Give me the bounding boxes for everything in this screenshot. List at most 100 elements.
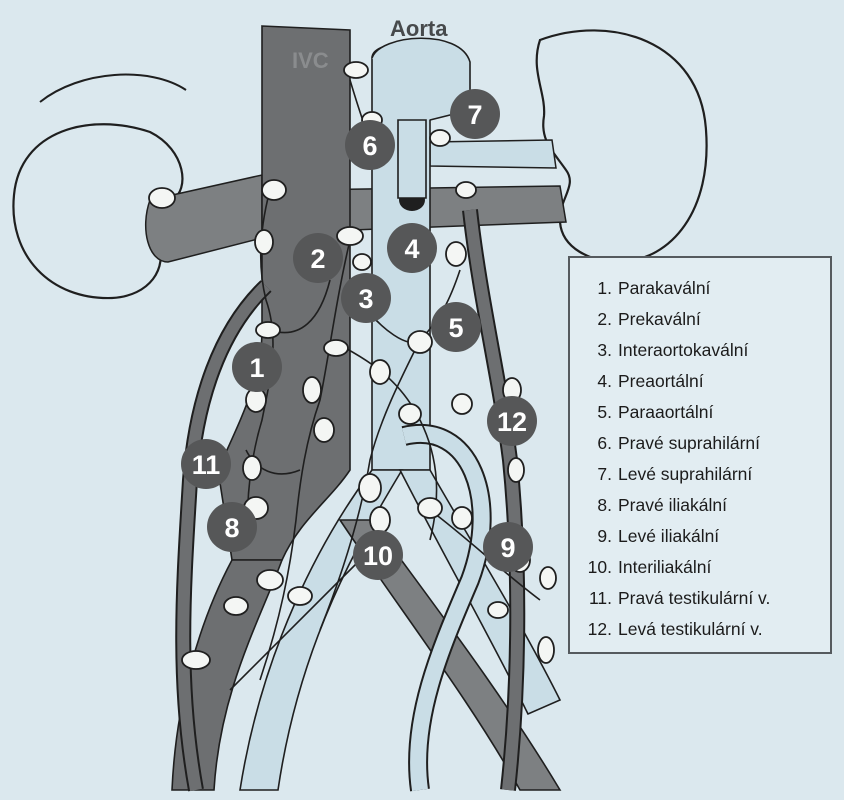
- lymph-node: [407, 330, 433, 354]
- lymph-node: [445, 241, 467, 267]
- legend-item: 10.Interiliakální: [584, 552, 830, 583]
- svg-text:8: 8: [224, 513, 239, 543]
- legend-number: 1.: [597, 278, 612, 298]
- svg-text:3: 3: [358, 284, 373, 314]
- legend-item: 2. Prekavální: [584, 304, 830, 335]
- svg-text:2: 2: [310, 244, 325, 274]
- legend-text: Preaortální: [618, 371, 704, 391]
- lymph-node: [256, 569, 284, 591]
- legend-number: 2.: [597, 309, 612, 329]
- badge-1: 1: [232, 342, 282, 392]
- lymph-node: [302, 376, 322, 404]
- lymph-node: [358, 473, 382, 503]
- legend-item: 9. Levé iliakální: [584, 521, 830, 552]
- legend-number: 3.: [597, 340, 612, 360]
- lymph-node: [255, 321, 281, 339]
- badge-11: 11: [181, 439, 231, 489]
- kidney-outline-upper: [39, 73, 187, 103]
- lymph-node: [242, 455, 262, 481]
- lymph-node: [455, 181, 477, 199]
- svg-text:5: 5: [448, 313, 463, 343]
- legend-item: 7. Levé suprahilární: [584, 459, 830, 490]
- lymph-node: [313, 417, 335, 443]
- aorta-label: Aorta: [390, 16, 448, 41]
- lymph-node: [451, 393, 473, 415]
- badge-4: 4: [387, 223, 437, 273]
- lymph-node: [181, 650, 211, 670]
- legend-number: 7.: [597, 464, 612, 484]
- lymph-node: [287, 586, 313, 606]
- lymph-node: [261, 179, 287, 201]
- aorta-arch: [371, 37, 471, 121]
- aorta-branch: [397, 119, 427, 199]
- legend-text: Prekavální: [618, 309, 701, 329]
- lymph-channel: [259, 239, 351, 681]
- ivc-label: IVC: [292, 48, 329, 73]
- legend-number: 10.: [587, 557, 612, 577]
- svg-text:1: 1: [249, 353, 264, 383]
- svg-text:6: 6: [362, 131, 377, 161]
- legend: 1. Parakavální 2. Prekavální 3. Interaortok…: [568, 256, 832, 654]
- lymph-node: [323, 339, 349, 357]
- lymph-node: [398, 403, 422, 425]
- lymph-channel: [245, 449, 301, 475]
- legend-text: Interaortokavální: [618, 340, 749, 360]
- lymph-node: [417, 497, 443, 519]
- crossing-vessel-fill: [402, 426, 490, 792]
- svg-text:12: 12: [497, 407, 527, 437]
- right-iliac-vein: [171, 559, 284, 791]
- legend-text: Levé suprahilární: [618, 464, 753, 484]
- svg-text:9: 9: [500, 533, 515, 563]
- lymph-node: [539, 566, 557, 590]
- legend-number: 5.: [597, 402, 612, 422]
- legend-item: 3. Interaortokavální: [584, 335, 830, 366]
- legend-text: Levá testikulární v.: [618, 619, 763, 639]
- lymph-node: [369, 359, 391, 385]
- legend-number: 4.: [597, 371, 612, 391]
- lymph-node: [343, 61, 369, 79]
- lymph-node: [537, 636, 555, 664]
- badge-7: 7: [450, 89, 500, 139]
- lymph-node: [254, 229, 274, 255]
- badge-9: 9: [483, 522, 533, 572]
- lymph-node: [336, 226, 364, 246]
- legend-item: 8.Pravé iliakální: [584, 490, 830, 521]
- legend-number: 11.: [588, 588, 612, 608]
- legend-text: Paraaortální: [618, 402, 714, 422]
- lymph-channel: [319, 339, 421, 631]
- lymph-channel: [229, 559, 361, 691]
- svg-text:11: 11: [192, 450, 221, 480]
- left-kidney: [535, 29, 708, 264]
- legend-text: Levé iliakální: [618, 526, 720, 546]
- legend-item: 12. Levá testikulární v.: [584, 614, 830, 645]
- svg-text:7: 7: [467, 100, 482, 130]
- legend-text: Pravé suprahilární: [618, 433, 761, 453]
- legend-number: 8.: [597, 495, 612, 515]
- lymph-node: [487, 601, 509, 619]
- badge-3: 3: [341, 273, 391, 323]
- lymph-node: [451, 506, 473, 530]
- legend-item: 5. Paraaortální: [584, 397, 830, 428]
- legend-text: Parakavální: [618, 278, 711, 298]
- badge-2: 2: [293, 233, 343, 283]
- legend-item: 11. Pravá testikulární v.: [584, 583, 830, 614]
- right-testicular-vein-fill: [177, 281, 271, 792]
- left-renal-artery: [429, 139, 557, 169]
- badge-8: 8: [207, 502, 257, 552]
- legend-number: 9.: [597, 526, 612, 546]
- ivc-vessel: [217, 25, 351, 561]
- svg-text:4: 4: [404, 234, 419, 264]
- legend-item: 4. Preaortální: [584, 366, 830, 397]
- badge-6: 6: [345, 120, 395, 170]
- svg-text:10: 10: [363, 541, 393, 571]
- legend-number: 12.: [587, 619, 612, 639]
- badge-5: 5: [431, 302, 481, 352]
- legend-number: 6.: [597, 433, 612, 453]
- lymph-node: [148, 187, 176, 209]
- lymph-node: [352, 253, 372, 271]
- legend-text: Pravá testikulární v.: [618, 588, 771, 608]
- lymph-node: [223, 596, 249, 616]
- badge-10: 10: [353, 530, 403, 580]
- legend-item: 6. Pravé suprahilární: [584, 428, 830, 459]
